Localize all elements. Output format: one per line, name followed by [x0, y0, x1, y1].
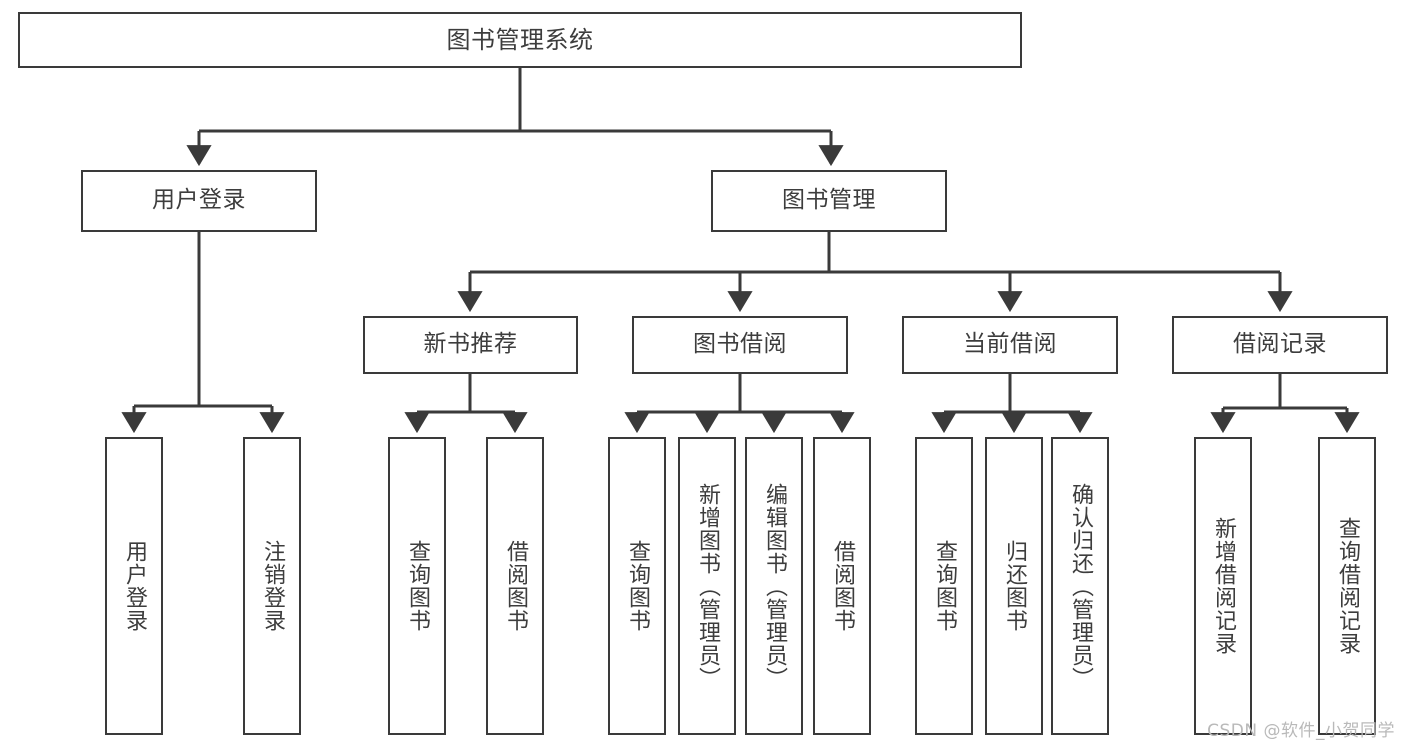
- node-label: 注销登录: [259, 540, 285, 632]
- leaf-logout[interactable]: 注销登录: [243, 437, 301, 735]
- node-label: 新增图书（管理员）: [694, 482, 720, 690]
- leaf-query-book-recommend[interactable]: 查询图书: [388, 437, 446, 735]
- node-label: 查询图书: [404, 540, 430, 632]
- node-book-management[interactable]: 图书管理: [711, 170, 947, 232]
- leaf-query-book-borrow[interactable]: 查询图书: [608, 437, 666, 735]
- node-label: 借阅图书: [502, 540, 528, 632]
- node-label: 用户登录: [121, 540, 147, 632]
- leaf-user-login[interactable]: 用户登录: [105, 437, 163, 735]
- node-book-borrow[interactable]: 图书借阅: [632, 316, 848, 374]
- node-label: 归还图书: [1001, 540, 1027, 632]
- node-label: 确认归还（管理员）: [1067, 482, 1093, 690]
- node-label: 当前借阅: [963, 331, 1057, 358]
- node-current-borrow[interactable]: 当前借阅: [902, 316, 1118, 374]
- node-label: 新书推荐: [423, 331, 518, 358]
- node-label: 图书管理系统: [446, 25, 594, 54]
- leaf-query-borrow-record[interactable]: 查询借阅记录: [1318, 437, 1376, 735]
- leaf-borrow-book-recommend[interactable]: 借阅图书: [486, 437, 544, 735]
- node-label: 编辑图书（管理员）: [761, 482, 787, 690]
- leaf-query-book-current[interactable]: 查询图书: [915, 437, 973, 735]
- node-label: 新增借阅记录: [1210, 517, 1236, 655]
- leaf-edit-book-admin[interactable]: 编辑图书（管理员）: [745, 437, 803, 735]
- node-user-login[interactable]: 用户登录: [81, 170, 317, 232]
- node-label: 图书借阅: [693, 331, 787, 358]
- leaf-return-book[interactable]: 归还图书: [985, 437, 1043, 735]
- node-label: 查询借阅记录: [1334, 517, 1360, 655]
- node-label: 用户登录: [152, 187, 246, 214]
- node-borrow-record[interactable]: 借阅记录: [1172, 316, 1388, 374]
- leaf-add-borrow-record[interactable]: 新增借阅记录: [1194, 437, 1252, 735]
- node-label: 图书管理: [782, 187, 876, 214]
- node-new-book-recommend[interactable]: 新书推荐: [363, 316, 578, 374]
- node-label: 借阅图书: [829, 540, 855, 632]
- leaf-confirm-return-admin[interactable]: 确认归还（管理员）: [1051, 437, 1109, 735]
- node-label: 借阅记录: [1233, 331, 1327, 358]
- node-root-book-management-system[interactable]: 图书管理系统: [18, 12, 1022, 68]
- leaf-add-book-admin[interactable]: 新增图书（管理员）: [678, 437, 736, 735]
- csdn-watermark: CSDN @软件_小贺同学: [1207, 721, 1395, 741]
- leaf-borrow-book[interactable]: 借阅图书: [813, 437, 871, 735]
- node-label: 查询图书: [931, 540, 957, 632]
- node-label: 查询图书: [624, 540, 650, 632]
